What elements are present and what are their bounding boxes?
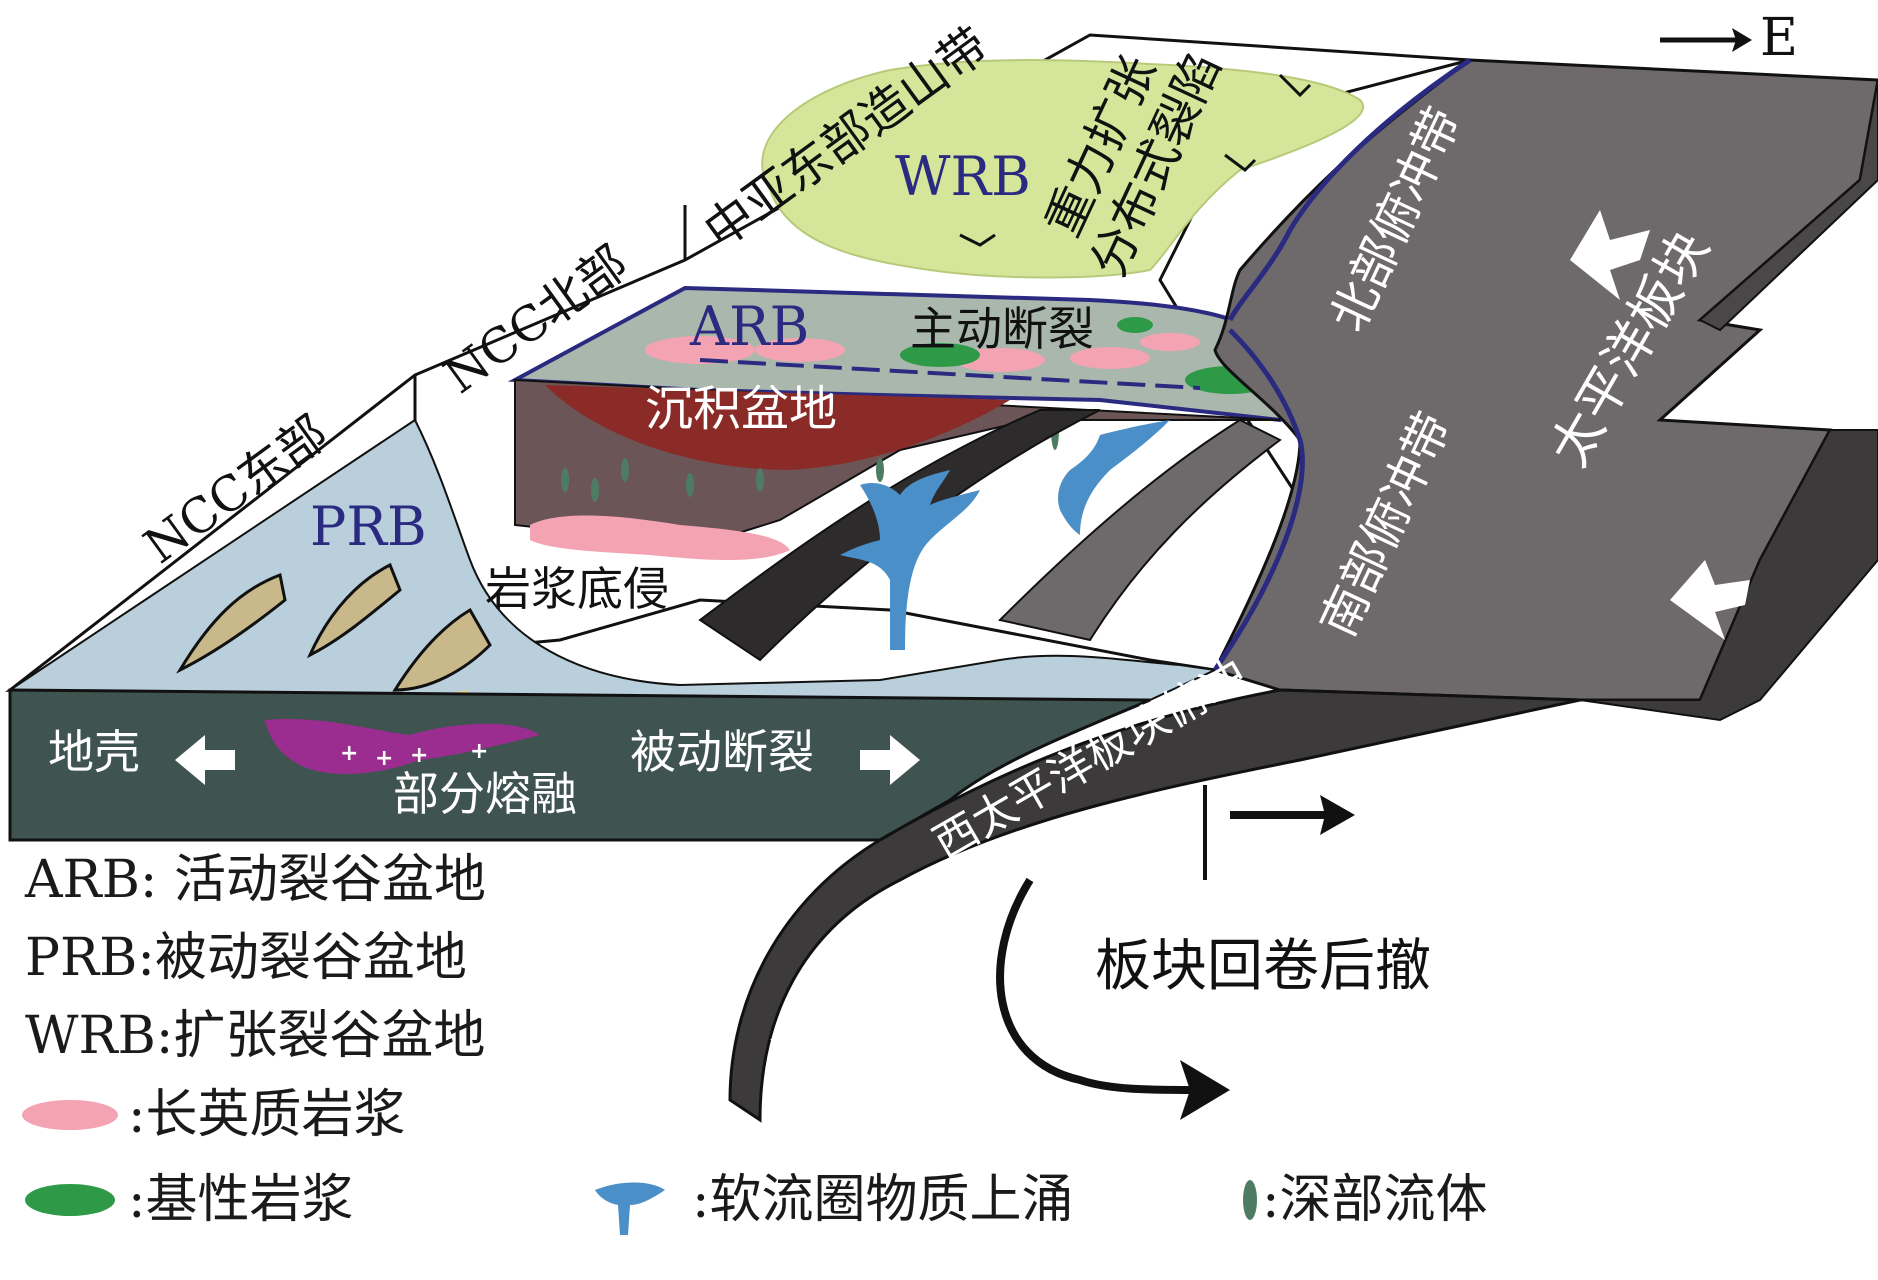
- mafic-patch: [1117, 317, 1153, 333]
- legend-arb: ARB: 活动裂谷盆地: [24, 850, 486, 910]
- partial-melting-label: 部分熔融: [393, 767, 577, 821]
- wrb-label: WRB: [895, 145, 1031, 208]
- asthenosphere-upwelling: [840, 470, 980, 650]
- legend-felsic: :长英质岩浆: [128, 1085, 406, 1145]
- wrb-area: [761, 59, 1364, 279]
- felsic-patch: [645, 336, 755, 364]
- mafic-patch: [900, 343, 980, 367]
- plate-motion-arrows: [1570, 210, 1750, 640]
- rollback-arrowhead-icon: [1180, 1060, 1230, 1120]
- slab-lower: [998, 418, 1282, 642]
- active-fault-line: [699, 358, 1201, 390]
- north-subduction-line: [1227, 57, 1472, 322]
- legend-mafic: :基性岩浆: [128, 1170, 354, 1230]
- compass-label: E: [1760, 8, 1798, 68]
- felsic-patch: [1070, 347, 1150, 369]
- legend-wrb: WRB:扩张裂谷盆地: [25, 1006, 485, 1066]
- legend: ARB: 活动裂谷盆地 PRB:被动裂谷盆地 WRB:扩张裂谷盆地 :长英质岩浆…: [22, 850, 1488, 1235]
- legend-prb: PRB:被动裂谷盆地: [25, 928, 467, 988]
- legend-asthenosphere-swatch: [595, 1182, 665, 1235]
- legend-asthenosphere: :软流圈物质上涌: [692, 1170, 1074, 1230]
- sedimentary-basin-label: 沉积盆地: [645, 381, 837, 437]
- south-subduction-line: [1212, 328, 1305, 672]
- slab-rollback-label: 板块回卷后撤: [1095, 934, 1431, 999]
- magma-underplating-label: 岩浆底侵: [485, 562, 669, 616]
- crust-extension-arrows: [175, 735, 920, 785]
- prb-fault-block: [306, 562, 402, 659]
- active-fault-label: 主动断裂: [910, 302, 1094, 356]
- asthenosphere-upwelling: [1058, 420, 1170, 535]
- prb-surface: [9, 418, 1219, 701]
- prb-fault-block: [392, 607, 492, 692]
- legend-deep-fluid-swatch: [1243, 1180, 1257, 1220]
- arb-label: ARB: [689, 295, 809, 358]
- pacific-plate-front: [1579, 429, 1878, 722]
- rollback-arrow: [996, 877, 1201, 1094]
- legend-felsic-swatch: [22, 1100, 118, 1130]
- magma-underplating: [530, 515, 790, 560]
- descending-slab: [728, 688, 1581, 1123]
- melt-plus-marks: + + + +: [340, 739, 488, 771]
- legend-mafic-swatch: [25, 1184, 115, 1216]
- left-arrow-icon: [175, 735, 235, 785]
- prb-fault-block: [176, 572, 287, 674]
- legend-deep-fluid: :深部流体: [1262, 1170, 1488, 1230]
- slab-down-arrow-icon: [770, 1000, 845, 1045]
- prb-label: PRB: [310, 495, 427, 558]
- partial-melting-zone: [265, 718, 540, 775]
- compass-arrowhead-icon: [1732, 28, 1752, 52]
- felsic-patch: [755, 338, 845, 362]
- svg-text:+: +: [340, 741, 358, 766]
- svg-text:+: +: [410, 743, 428, 768]
- svg-text:+: +: [375, 746, 393, 771]
- wrb-arrows: [959, 73, 1312, 247]
- sedimentary-basin: [545, 385, 1010, 470]
- pacific-plate-side: [1698, 79, 1878, 332]
- felsic-patch: [1140, 333, 1200, 351]
- slab-motion-arrowhead-icon: [1320, 795, 1355, 835]
- passive-fault-label: 被动断裂: [630, 725, 814, 779]
- svg-text:+: +: [470, 739, 488, 764]
- right-arrow-icon: [860, 735, 920, 785]
- crust-label: 地壳: [48, 725, 140, 779]
